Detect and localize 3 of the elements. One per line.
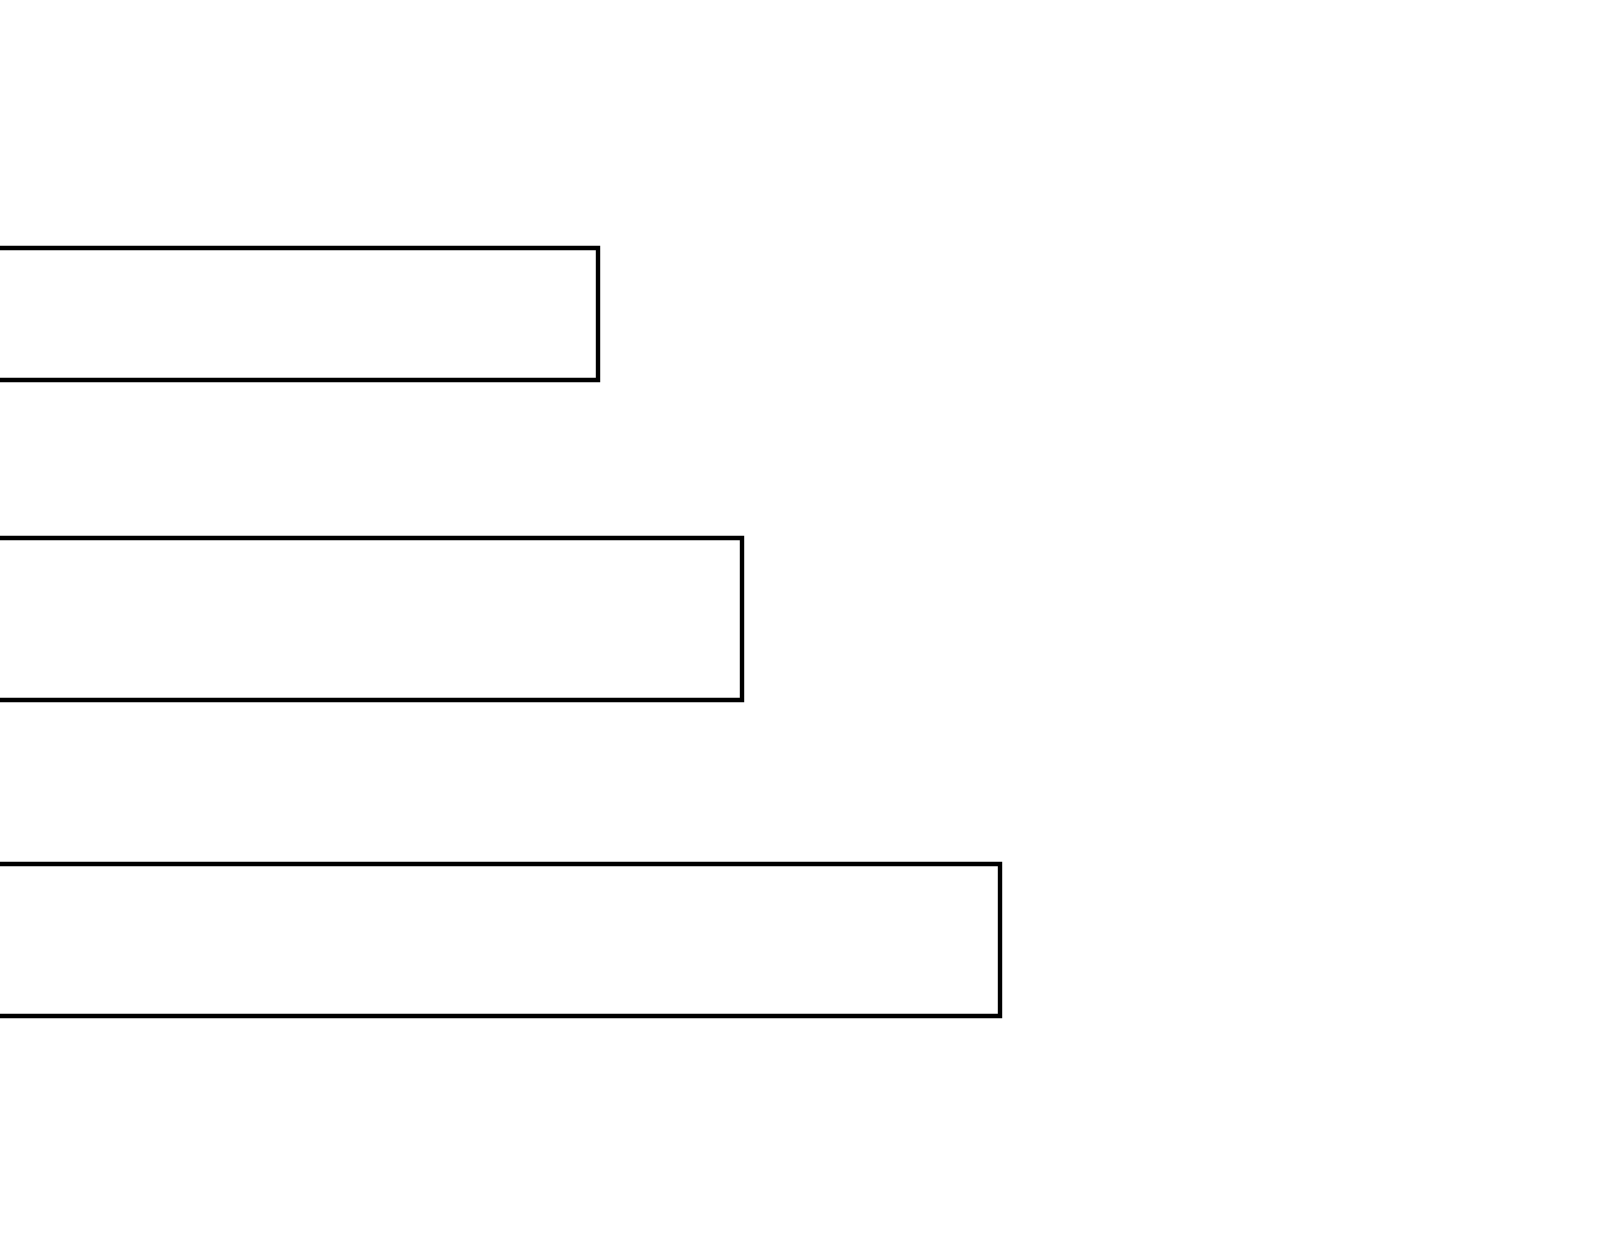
- panel-box: [0, 535, 745, 703]
- panel-box: [0, 245, 601, 383]
- panel-box: [0, 861, 1003, 1019]
